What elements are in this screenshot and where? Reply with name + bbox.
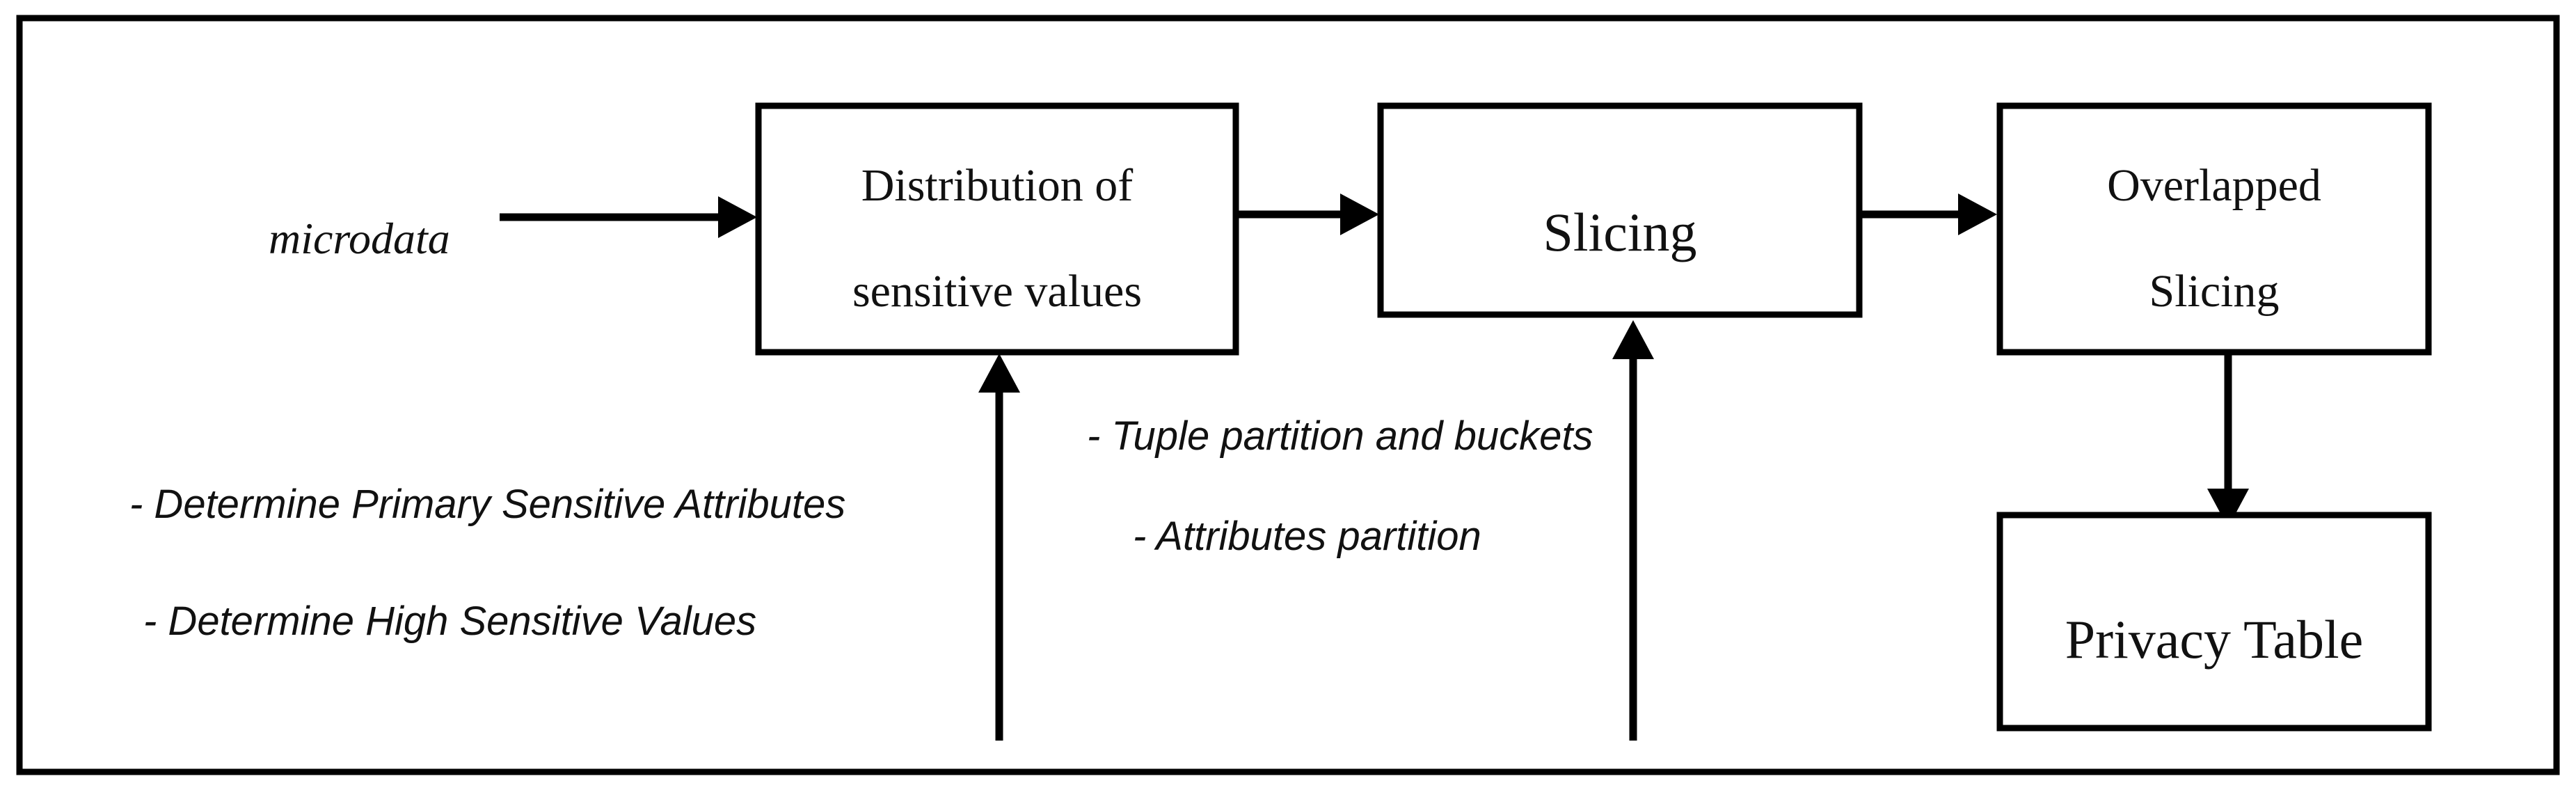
outer-frame — [16, 15, 2560, 775]
privacy-table-box: Privacy Table — [1996, 512, 2432, 732]
slicing-box: Slicing — [1377, 102, 1863, 318]
overlapped-box-line1: Overlapped — [2107, 160, 2321, 211]
annotation-tuple-partition: - Tuple partition and buckets — [1087, 413, 1593, 459]
arrow-up-to-slicing — [1612, 320, 1654, 741]
overlapped-box-line2: Slicing — [2149, 266, 2279, 317]
distribution-box: Distribution of sensitive values — [755, 102, 1239, 356]
arrow-up-to-distribution — [978, 354, 1020, 741]
microdata-label: microdata — [269, 214, 450, 263]
distribution-box-line2: sensitive values — [852, 266, 1142, 317]
arrow-slicing-to-overlapped — [1861, 193, 1997, 235]
annotation-primary-sensitive-attributes: - Determine Primary Sensitive Attributes — [129, 482, 845, 527]
arrow-microdata-to-distribution — [500, 196, 757, 238]
distribution-box-line1: Distribution of — [861, 160, 1134, 211]
slicing-box-label: Slicing — [1543, 202, 1696, 262]
arrow-distribution-to-slicing — [1239, 193, 1379, 235]
annotation-attributes-partition: - Attributes partition — [1133, 514, 1481, 559]
annotation-high-sensitive-values: - Determine High Sensitive Values — [143, 599, 756, 644]
privacy-table-label: Privacy Table — [2065, 609, 2363, 670]
overlapped-slicing-box: Overlapped Slicing — [1996, 102, 2432, 356]
arrow-overlapped-to-privacy-table — [2207, 355, 2249, 528]
